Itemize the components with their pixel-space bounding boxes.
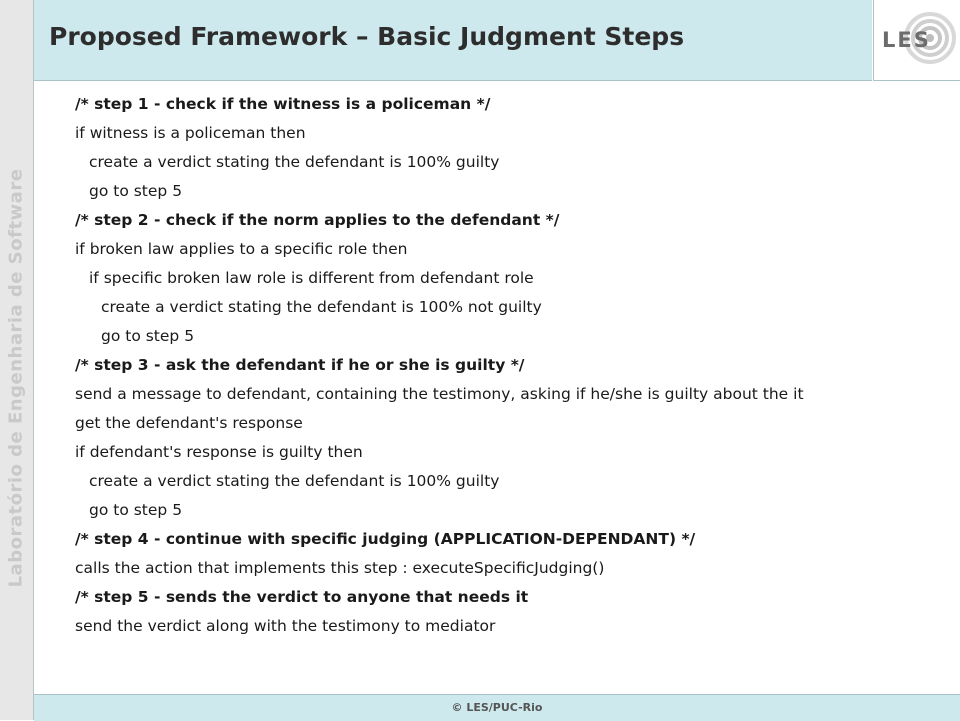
code-line: go to step 5 [89, 182, 183, 200]
code-line: create a verdict stating the defendant i… [89, 153, 500, 171]
code-line: send a message to defendant, containing … [75, 385, 804, 403]
pseudocode-body: /* step 1 - check if the witness is a po… [75, 94, 935, 645]
code-line: calls the action that implements this st… [75, 559, 605, 577]
code-line: if broken law applies to a specific role… [75, 240, 408, 258]
code-line: if defendant's response is guilty then [75, 443, 363, 461]
code-line: get the defendant's response [75, 414, 303, 432]
code-line: if specific broken law role is different… [89, 269, 534, 287]
footer-copyright: © LES/PUC-Rio [451, 701, 543, 714]
sidebar-lab-name: Laboratório de Engenharia de Software [5, 168, 27, 588]
step-comment: /* step 4 - continue with specific judgi… [75, 530, 696, 548]
slide-footer: © LES/PUC-Rio [34, 694, 960, 721]
step-comment: /* step 1 - check if the witness is a po… [75, 95, 491, 113]
code-line: create a verdict stating the defendant i… [89, 472, 500, 490]
step-comment: /* step 5 - sends the verdict to anyone … [75, 588, 529, 606]
sidebar: Laboratório de Engenharia de Software [0, 0, 34, 720]
step-comment: /* step 3 - ask the defendant if he or s… [75, 356, 525, 374]
slide-title: Proposed Framework – Basic Judgment Step… [49, 22, 685, 51]
code-line: if witness is a policeman then [75, 124, 306, 142]
les-logo: LES [873, 0, 960, 81]
slide-header: Proposed Framework – Basic Judgment Step… [34, 0, 872, 81]
step-comment: /* step 2 - check if the norm applies to… [75, 211, 560, 229]
code-line: send the verdict along with the testimon… [75, 617, 496, 635]
code-line: create a verdict stating the defendant i… [101, 298, 542, 316]
code-line: go to step 5 [101, 327, 195, 345]
code-line: go to step 5 [89, 501, 183, 519]
swirl-logo-icon [904, 12, 956, 64]
logo-text: LES [882, 28, 931, 52]
